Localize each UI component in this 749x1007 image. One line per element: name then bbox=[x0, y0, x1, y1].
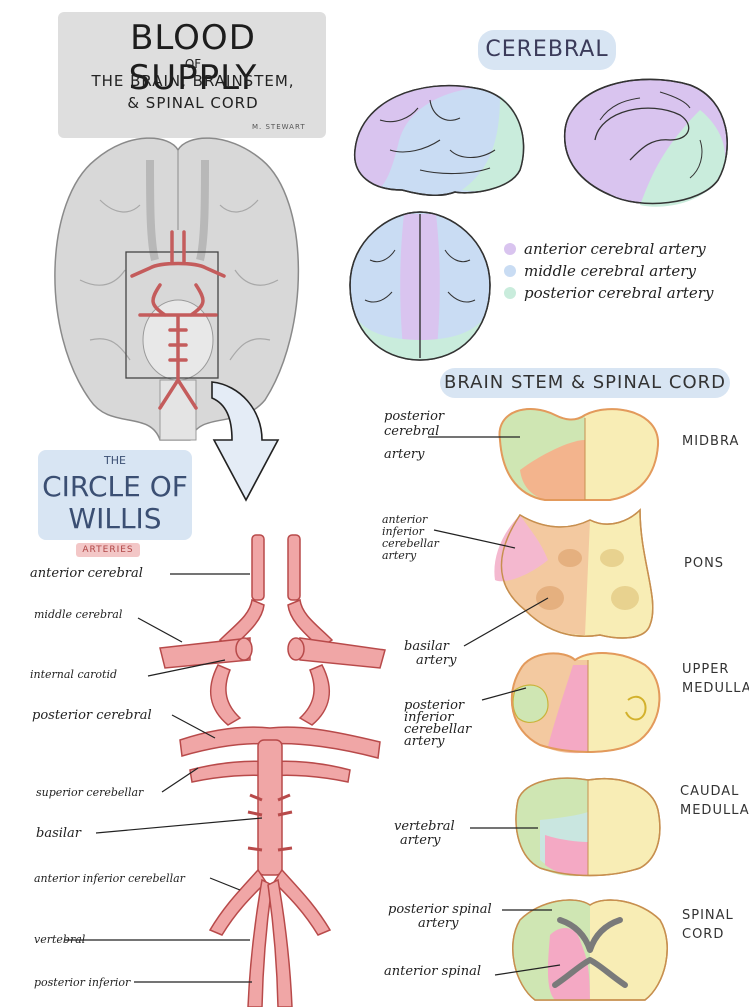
cerebral-lateral-view bbox=[354, 84, 525, 197]
label-posterior-cerebral: posterior cerebral bbox=[32, 708, 152, 723]
inferior-brain-view bbox=[54, 137, 300, 441]
label-superior-cerebellar: superior cerebellar bbox=[36, 786, 144, 799]
pons-section bbox=[494, 508, 654, 639]
title-box bbox=[58, 12, 326, 138]
upper-medulla-label: UPPER MEDULLA bbox=[682, 662, 749, 696]
brainstem-heading: BRAIN STEM & SPINAL CORD bbox=[440, 368, 730, 398]
pons-basilar-label: basilar artery bbox=[404, 639, 457, 668]
title-of: OF bbox=[184, 57, 202, 71]
page-title: BLOOD SUPPLY bbox=[128, 18, 258, 98]
circle-of-willis-diagram bbox=[159, 534, 386, 1007]
label-basilar: basilar bbox=[36, 826, 82, 841]
label-internal-carotid: internal carotid bbox=[30, 668, 118, 681]
title-subtitle-line2: & SPINAL CORD bbox=[127, 94, 259, 112]
cerebral-heading: CEREBRAL bbox=[478, 30, 616, 70]
author-credit: M. STEWART bbox=[252, 123, 306, 131]
spinal-anterior-label: anterior spinal bbox=[384, 964, 482, 979]
caudal-medulla-vertebral-label: vertebral artery bbox=[394, 819, 455, 848]
legend-swatch-middle bbox=[504, 265, 516, 277]
midbrain-artery-label: posterior cerebral artery bbox=[384, 409, 445, 462]
legend-label-middle: middle cerebral artery bbox=[524, 262, 696, 280]
circle-of-willis-the: THE bbox=[104, 454, 126, 467]
label-middle-cerebral: middle cerebral bbox=[34, 608, 123, 621]
caudal-medulla-section bbox=[515, 777, 661, 877]
cerebral-superior-view bbox=[349, 211, 491, 361]
upper-medulla-pica-label: posterior inferior cerebellar artery bbox=[404, 698, 472, 749]
legend-label-posterior: posterior cerebral artery bbox=[524, 284, 714, 302]
spinal-posterior-label: posterior spinal artery bbox=[388, 902, 492, 931]
title-subtitle-line1: THE BRAIN, BRAINSTEM, bbox=[91, 72, 295, 90]
legend-swatch-anterior bbox=[504, 243, 516, 255]
midbrain-label: MIDBRA bbox=[682, 434, 740, 449]
label-anterior-cerebral: anterior cerebral bbox=[30, 566, 143, 581]
caudal-medulla-label: CAUDAL MEDULLA bbox=[680, 784, 749, 818]
legend-label-anterior: anterior cerebral artery bbox=[524, 240, 706, 258]
cerebral-medial-view bbox=[563, 78, 728, 207]
arrow-down-icon bbox=[211, 381, 280, 502]
legend-swatch-posterior bbox=[504, 287, 516, 299]
pons-label: PONS bbox=[684, 556, 725, 571]
label-anterior-inferior-cerebellar: anterior inferior cerebellar bbox=[34, 872, 185, 885]
willis-leader-lines bbox=[64, 573, 263, 983]
circle-of-willis-title-line1: CIRCLE OF bbox=[42, 470, 188, 503]
arteries-tag: ARTERIES bbox=[76, 543, 140, 557]
label-posterior-inferior: posterior inferior bbox=[34, 976, 131, 989]
brainstem-leader-lines bbox=[428, 436, 561, 976]
spinal-cord-section bbox=[512, 899, 668, 1001]
upper-medulla-section bbox=[510, 652, 661, 754]
label-vertebral: vertebral bbox=[34, 933, 86, 946]
spinal-cord-label: SPINAL CORD bbox=[682, 908, 734, 942]
pons-aica-label: anterior inferior cerebellar artery bbox=[382, 513, 439, 562]
circle-of-willis-box bbox=[38, 450, 192, 540]
midbrain-section bbox=[498, 407, 660, 501]
circle-of-willis-title-line2: WILLIS bbox=[68, 502, 162, 535]
